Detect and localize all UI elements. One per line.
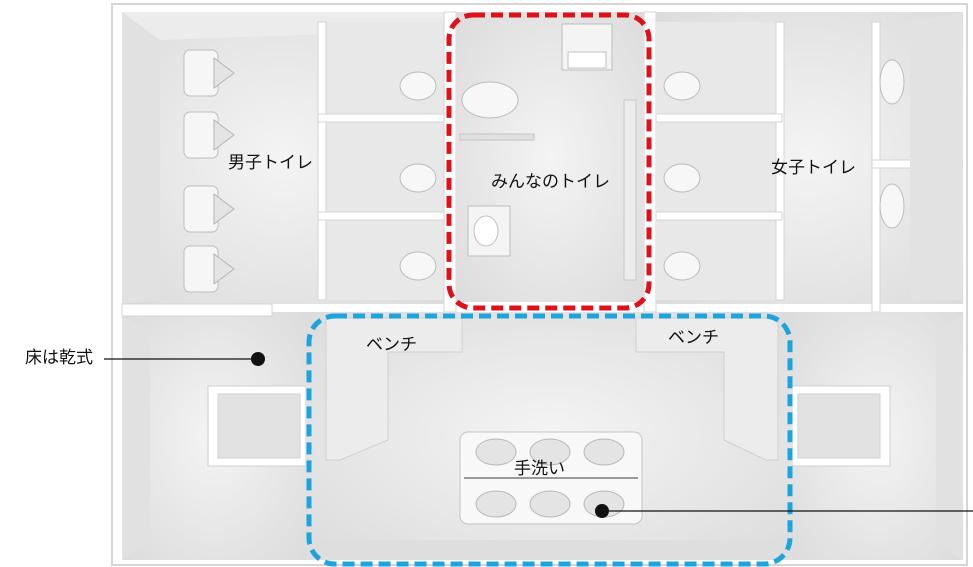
urinal-3 [183,185,235,233]
handwash-label: 手洗い [514,459,565,479]
lower-right-room [791,312,963,560]
toilet-bowl [663,251,701,281]
dry-floor-callout-dot [251,352,265,366]
everyone-toilet-label: みんなのトイレ [491,172,610,192]
urinal-4 [183,245,235,293]
bench-right-label: ベンチ [668,328,719,348]
sink-callout-dot [595,504,609,518]
sink-basin [529,490,571,518]
bench-left-label: ベンチ [366,335,417,355]
toilet-bowl [399,71,437,101]
toilet-bowl [879,183,905,229]
toilet-bowl [399,163,437,193]
womens-toilet-label: 女子トイレ [771,158,856,178]
toilet-bowl [461,81,519,119]
mens-toilet-label: 男子トイレ [228,153,313,173]
accessible-toilet-highlight [446,12,652,311]
dry-floor-label: 床は乾式 [25,348,93,368]
sink-basin [529,438,571,466]
toilet-bowl [663,71,701,101]
accessible-toilet-room [456,12,644,302]
urinal-1 [183,49,235,97]
urinal-2 [183,111,235,159]
sink-basin [475,490,517,518]
womens-room [655,12,963,313]
sink-basin [475,438,517,466]
handwash-island [459,431,643,525]
toilet-bowl [663,163,701,193]
toilet-bowl [879,59,905,105]
lower-left-room [121,303,307,560]
mens-room [122,12,445,304]
toilet-bowl [399,251,437,281]
sink-basin [583,438,625,466]
lobby-highlight [306,313,793,567]
